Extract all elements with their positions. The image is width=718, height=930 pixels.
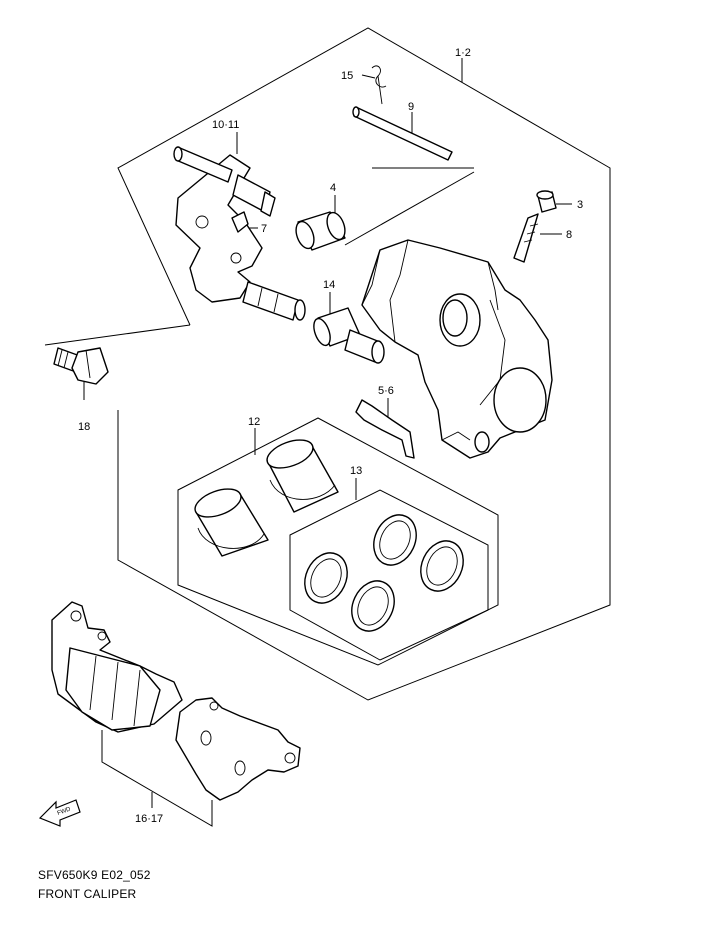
seal-box <box>289 489 489 661</box>
leader-lines <box>83 74 572 500</box>
callout-3: 3 <box>577 199 583 211</box>
diagram-title: FRONT CALIPER <box>38 887 137 901</box>
bleeder-cap-part-3 <box>536 190 557 213</box>
clip-part-15 <box>371 65 387 105</box>
callout-10-11: 10·11 <box>212 119 239 131</box>
callout-15: 15 <box>341 70 353 82</box>
callout-5-6: 5·6 <box>378 385 394 397</box>
piston-part-12-b <box>194 488 269 557</box>
callout-9: 9 <box>408 101 414 113</box>
piston-part-12-a <box>266 439 339 513</box>
caliper-bracket-part-10-11 <box>173 146 306 321</box>
diagram-code: SFV650K9 E02_052 <box>38 868 151 882</box>
pad-spring-part-5-6 <box>355 399 415 459</box>
callout-13: 13 <box>350 465 362 477</box>
callout-18: 18 <box>78 421 90 433</box>
seals-part-13 <box>304 514 464 632</box>
forward-arrow-icon: FWD <box>38 799 81 827</box>
pads-bracket-lines <box>101 730 213 827</box>
bleeder-valve-part-8 <box>513 213 539 263</box>
callout-16-17: 16·17 <box>135 813 163 825</box>
caliper-body <box>361 239 553 459</box>
callout-8: 8 <box>566 229 572 241</box>
brake-pad-rear-part-16-17 <box>175 697 301 801</box>
bolt-part-18 <box>53 347 109 385</box>
fwd-label: FWD <box>57 806 73 817</box>
callout-7: 7 <box>261 223 267 235</box>
brake-pad-front-part-16-17 <box>51 601 183 733</box>
boot-part-14 <box>313 307 385 364</box>
piston-box <box>177 417 499 666</box>
retainer-part-7 <box>231 211 249 233</box>
callout-1-2: 1·2 <box>455 47 471 59</box>
caliper-assembly-frame <box>44 27 611 701</box>
callout-12: 12 <box>248 416 260 428</box>
pin-part-9 <box>352 106 453 161</box>
callout-14: 14 <box>323 279 335 291</box>
callout-4: 4 <box>330 182 336 194</box>
boot-part-4 <box>295 211 346 251</box>
